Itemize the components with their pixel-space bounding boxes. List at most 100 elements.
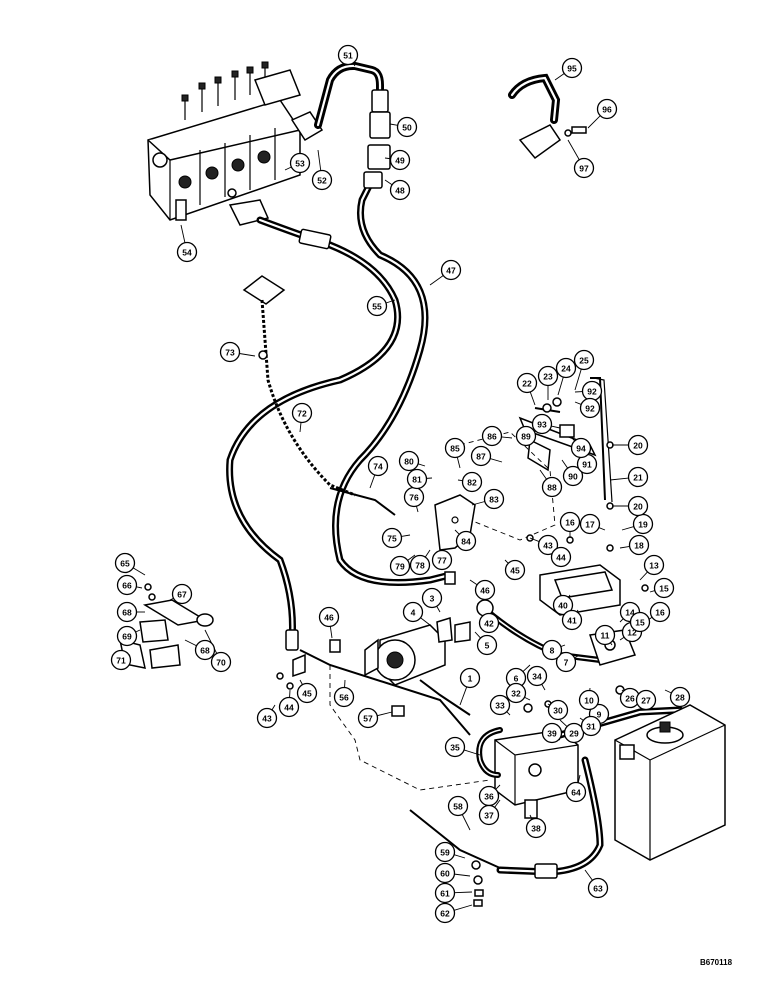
callout-label: 95 <box>567 64 577 74</box>
callout-85: 85 <box>444 437 466 459</box>
callout-79: 79 <box>389 555 411 577</box>
callout-label: 91 <box>582 460 592 470</box>
callout-circle <box>296 682 318 704</box>
callout-71: 71 <box>110 649 132 671</box>
leader-line-54 <box>180 224 186 243</box>
callout-86: 86 <box>481 425 503 447</box>
leader-line-12 <box>619 636 625 641</box>
leader-line-87 <box>490 458 503 463</box>
leader-line-45 <box>504 559 509 564</box>
callout-label: 17 <box>585 520 595 530</box>
callout-circle <box>434 841 456 863</box>
callout-circle <box>594 624 616 646</box>
callout-label: 82 <box>467 478 477 488</box>
callout-circle <box>421 587 443 609</box>
callout-label: 44 <box>284 703 294 713</box>
callout-label: 58 <box>453 802 463 812</box>
leader-line-14 <box>619 618 624 623</box>
leader-line-69 <box>135 629 141 633</box>
callout-83: 83 <box>483 488 505 510</box>
callout-54: 54 <box>176 241 198 263</box>
callout-circle <box>440 259 462 281</box>
leader-line-17 <box>598 527 606 531</box>
leader-line-61 <box>454 891 473 894</box>
callout-label: 85 <box>450 444 460 454</box>
callout-circle <box>444 736 466 758</box>
leader-line-36 <box>495 784 501 790</box>
callout-21: 21 <box>627 466 649 488</box>
callout-44: 44 <box>550 546 572 568</box>
callout-label: 45 <box>302 689 312 699</box>
callout-1: 1 <box>459 667 481 689</box>
callout-40: 40 <box>552 594 574 616</box>
callout-circle <box>291 402 313 424</box>
callout-4: 4 <box>402 601 424 623</box>
callout-77: 77 <box>431 549 453 571</box>
callout-circle <box>550 546 572 568</box>
cable-72 <box>242 275 396 516</box>
callout-circle <box>176 241 198 263</box>
leader-line-83 <box>471 501 485 506</box>
callout-63: 63 <box>587 877 609 899</box>
callout-label: 24 <box>561 364 571 374</box>
callout-label: 77 <box>437 556 447 566</box>
callout-24: 24 <box>555 357 577 379</box>
callout-label: 86 <box>487 432 497 442</box>
callout-circle <box>563 722 585 744</box>
callout-68: 68 <box>116 601 138 623</box>
callout-label: 62 <box>440 909 450 919</box>
callout-61: 61 <box>434 882 456 904</box>
leader-line-35 <box>463 749 481 756</box>
callout-29: 29 <box>563 722 585 744</box>
callout-62: 62 <box>434 902 456 924</box>
callout-25: 25 <box>573 349 595 371</box>
callout-13: 13 <box>643 554 665 576</box>
callout-label: 10 <box>584 696 594 706</box>
callout-46: 46 <box>474 579 496 601</box>
callout-circle <box>555 357 577 379</box>
callout-circle <box>627 466 649 488</box>
callout-circle <box>367 455 389 477</box>
callout-3: 3 <box>421 587 443 609</box>
callout-92: 92 <box>581 380 603 402</box>
callout-label: 47 <box>446 266 456 276</box>
callout-label: 59 <box>440 848 450 858</box>
callout-31: 31 <box>580 715 602 737</box>
callout-label: 1 <box>468 674 473 684</box>
callout-75: 75 <box>381 527 403 549</box>
callout-circle <box>389 149 411 171</box>
callout-label: 76 <box>409 493 419 503</box>
callout-circle <box>278 696 300 718</box>
leader-line-80 <box>417 463 426 467</box>
callout-80: 80 <box>398 450 420 472</box>
control-valve-assembly <box>147 61 302 221</box>
callout-label: 89 <box>521 432 531 442</box>
callout-label: 45 <box>510 566 520 576</box>
hydraulic-tank <box>614 704 726 861</box>
leader-line-47 <box>429 275 444 286</box>
callout-circle <box>114 552 136 574</box>
callout-circle <box>587 877 609 899</box>
callout-15: 15 <box>653 577 675 599</box>
callout-64: 64 <box>565 781 587 803</box>
leader-line-45 <box>299 679 303 685</box>
callout-label: 15 <box>659 584 669 594</box>
callout-label: 52 <box>317 176 327 186</box>
callout-label: 28 <box>675 693 685 703</box>
leader-line-37 <box>494 799 501 808</box>
callout-label: 57 <box>363 714 373 724</box>
callout-circle <box>643 554 665 576</box>
callout-43: 43 <box>537 534 559 556</box>
leader-line-62 <box>453 904 473 911</box>
callout-circle <box>531 413 553 435</box>
callout-label: 34 <box>532 672 542 682</box>
callout-circle <box>578 689 600 711</box>
callout-circle <box>547 699 569 721</box>
callout-97: 97 <box>573 157 595 179</box>
tube-51 <box>314 61 391 170</box>
leader-line-72 <box>299 422 302 433</box>
callout-circle <box>579 397 601 419</box>
callout-label: 83 <box>489 495 499 505</box>
callout-circle <box>337 44 359 66</box>
callout-label: 49 <box>395 156 405 166</box>
